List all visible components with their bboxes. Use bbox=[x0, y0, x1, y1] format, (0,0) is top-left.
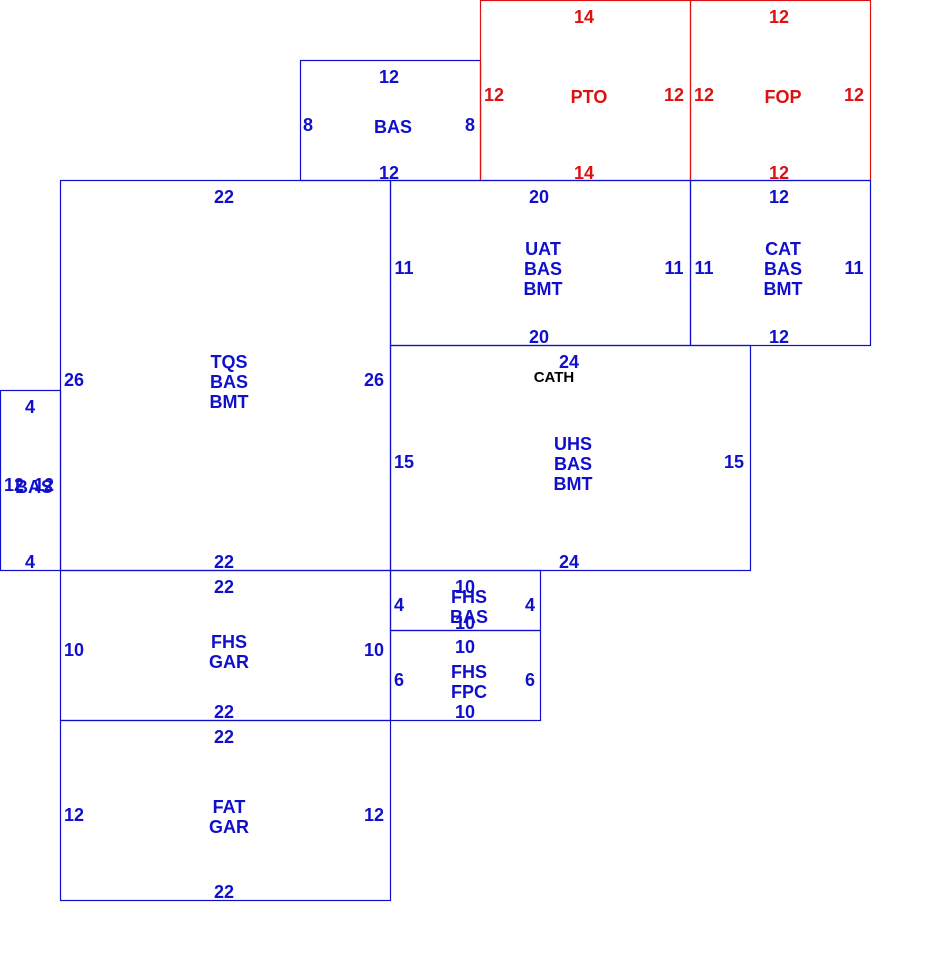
dimension-right: 12 bbox=[364, 805, 384, 825]
dimension-bottom: 14 bbox=[574, 163, 594, 183]
area-code: BMT bbox=[554, 474, 593, 494]
area-bas-top: 12 12 8 8 BAS bbox=[299, 59, 482, 183]
dimension-bottom: 12 bbox=[769, 163, 789, 183]
dimension-top: 22 bbox=[214, 187, 234, 207]
dimension-left: 11 bbox=[394, 258, 413, 278]
dimension-top: 22 bbox=[214, 727, 234, 747]
dimension-right: 4 bbox=[525, 595, 535, 615]
area-code: FHS bbox=[211, 632, 247, 652]
dimension-right: 11 bbox=[664, 258, 683, 278]
area-code: FAT bbox=[213, 797, 246, 817]
dimension-bottom: 4 bbox=[25, 552, 35, 572]
area-code: FPC bbox=[451, 682, 487, 702]
annotation-cath: CATH bbox=[534, 369, 575, 386]
dimension-top: 12 bbox=[769, 187, 789, 207]
area-code: FHS bbox=[451, 587, 487, 607]
dimension-left: 6 bbox=[394, 670, 404, 690]
area-code: BAS bbox=[374, 117, 412, 137]
dimension-left: 15 bbox=[394, 452, 414, 472]
dimension-left: 26 bbox=[64, 370, 84, 390]
dimension-right: 10 bbox=[364, 640, 384, 660]
dimension-right: 12 bbox=[664, 85, 684, 105]
dimension-top: 22 bbox=[214, 577, 234, 597]
area-code: UAT bbox=[525, 239, 561, 259]
dimension-left: 12 bbox=[484, 85, 504, 105]
area-outline bbox=[0, 389, 62, 572]
area-code: BMT bbox=[524, 279, 563, 299]
area-code: BAS bbox=[554, 454, 592, 474]
area-code: BAS bbox=[764, 259, 802, 279]
dimension-top: 12 bbox=[379, 67, 399, 87]
area-outline bbox=[389, 344, 752, 572]
area-code: FOP bbox=[764, 87, 801, 107]
area-code: BAS bbox=[15, 477, 53, 497]
dimension-top: 10 bbox=[455, 577, 475, 597]
area-outline bbox=[59, 719, 392, 902]
dimension-right: 12 bbox=[34, 475, 54, 495]
dimension-left: 8 bbox=[303, 115, 313, 135]
dimension-right: 15 bbox=[724, 452, 744, 472]
area-outline bbox=[389, 629, 542, 722]
dimension-bottom: 22 bbox=[214, 882, 234, 902]
dimension-top: 14 bbox=[574, 7, 594, 27]
area-code: TQS bbox=[210, 352, 247, 372]
dimension-left: 12 bbox=[4, 475, 24, 495]
dimension-right: 6 bbox=[525, 670, 535, 690]
dimension-left: 11 bbox=[694, 258, 713, 278]
dimension-right: 11 bbox=[844, 258, 863, 278]
dimension-top: 10 bbox=[455, 637, 475, 657]
area-code: PTO bbox=[571, 87, 608, 107]
area-code: FHS bbox=[451, 662, 487, 682]
dimension-top: 24 bbox=[559, 352, 579, 372]
area-code: BMT bbox=[210, 392, 249, 412]
dimension-bottom: 22 bbox=[214, 552, 234, 572]
area-code: GAR bbox=[209, 817, 249, 837]
dimension-bottom: 10 bbox=[455, 702, 475, 722]
dimension-right: 26 bbox=[364, 370, 384, 390]
dimension-bottom: 10 bbox=[455, 613, 475, 633]
dimension-left: 12 bbox=[694, 85, 714, 105]
dimension-left: 4 bbox=[394, 595, 404, 615]
area-code: BAS bbox=[524, 259, 562, 279]
area-outline bbox=[689, 179, 872, 347]
dimension-right: 8 bbox=[465, 115, 475, 135]
dimension-bottom: 20 bbox=[529, 327, 549, 347]
area-code: BMT bbox=[764, 279, 803, 299]
dimension-top: 12 bbox=[769, 7, 789, 27]
area-code: BAS bbox=[210, 372, 248, 392]
dimension-left: 10 bbox=[64, 640, 84, 660]
dimension-left: 12 bbox=[64, 805, 84, 825]
area-code: CAT bbox=[765, 239, 801, 259]
dimension-bottom: 12 bbox=[769, 327, 789, 347]
dimension-right: 12 bbox=[844, 85, 864, 105]
area-code: GAR bbox=[209, 652, 249, 672]
dimension-bottom: 24 bbox=[559, 552, 579, 572]
area-pto: 14 14 12 12 PTO bbox=[479, 0, 692, 183]
dimension-bottom: 12 bbox=[379, 163, 399, 183]
dimension-top: 4 bbox=[25, 397, 35, 417]
dimension-bottom: 22 bbox=[214, 702, 234, 722]
area-code: UHS bbox=[554, 434, 592, 454]
dimension-top: 20 bbox=[529, 187, 549, 207]
area-code: BAS bbox=[450, 607, 488, 627]
